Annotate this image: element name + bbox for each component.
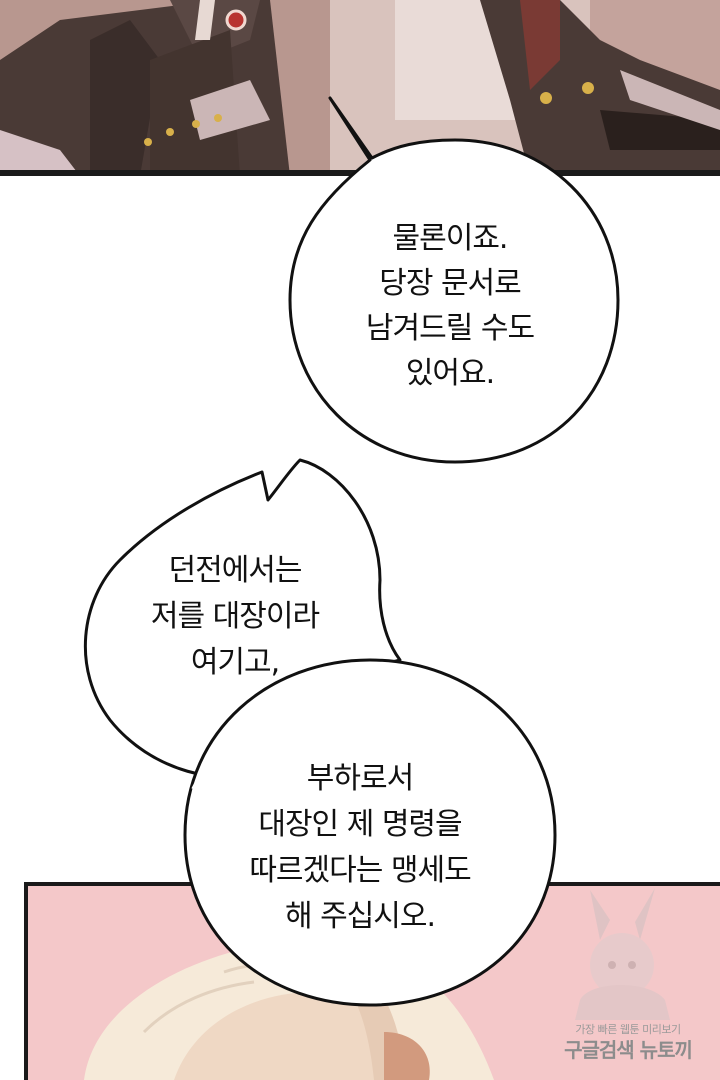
- bubble-line: 남겨드릴 수도: [365, 311, 535, 346]
- bubble-line: 던전에서는: [168, 553, 303, 588]
- bubble-line: 해 주십시오.: [284, 899, 436, 934]
- top-illustration-panel: [0, 0, 720, 176]
- bubble-line: 대장인 제 명령을: [258, 807, 462, 842]
- speech-bubble-3: [183, 658, 557, 1007]
- uniformed-figures-illustration: [0, 0, 720, 176]
- bubble-line: 저를 대장이라: [150, 599, 320, 634]
- watermark-mascot-logo: [575, 888, 670, 1020]
- bubble-line: 당장 문서로: [379, 266, 522, 301]
- watermark-tagline: 가장 빠른 웹툰 미리보기: [575, 1023, 681, 1036]
- speech-bubble-1-text: 물론이죠. 당장 문서로 남겨드릴 수도 있어요.: [330, 216, 570, 396]
- watermark-brand: 구글검색 뉴토끼: [564, 1038, 693, 1062]
- bubble-line: 물론이죠.: [392, 221, 509, 256]
- speech-bubble-2-text: 던전에서는 저를 대장이라 여기고,: [105, 548, 365, 686]
- speech-bubble-3-text: 부하로서 대장인 제 명령을 따르겠다는 맹세도 해 주십시오.: [205, 756, 515, 940]
- bubble-line: 부하로서: [306, 761, 414, 796]
- speech-bubble-1: [288, 96, 620, 464]
- bubble-line: 여기고,: [190, 645, 280, 680]
- bubble-line: 따르겠다는 맹세도: [249, 853, 471, 888]
- bubble-line: 있어요.: [405, 356, 495, 391]
